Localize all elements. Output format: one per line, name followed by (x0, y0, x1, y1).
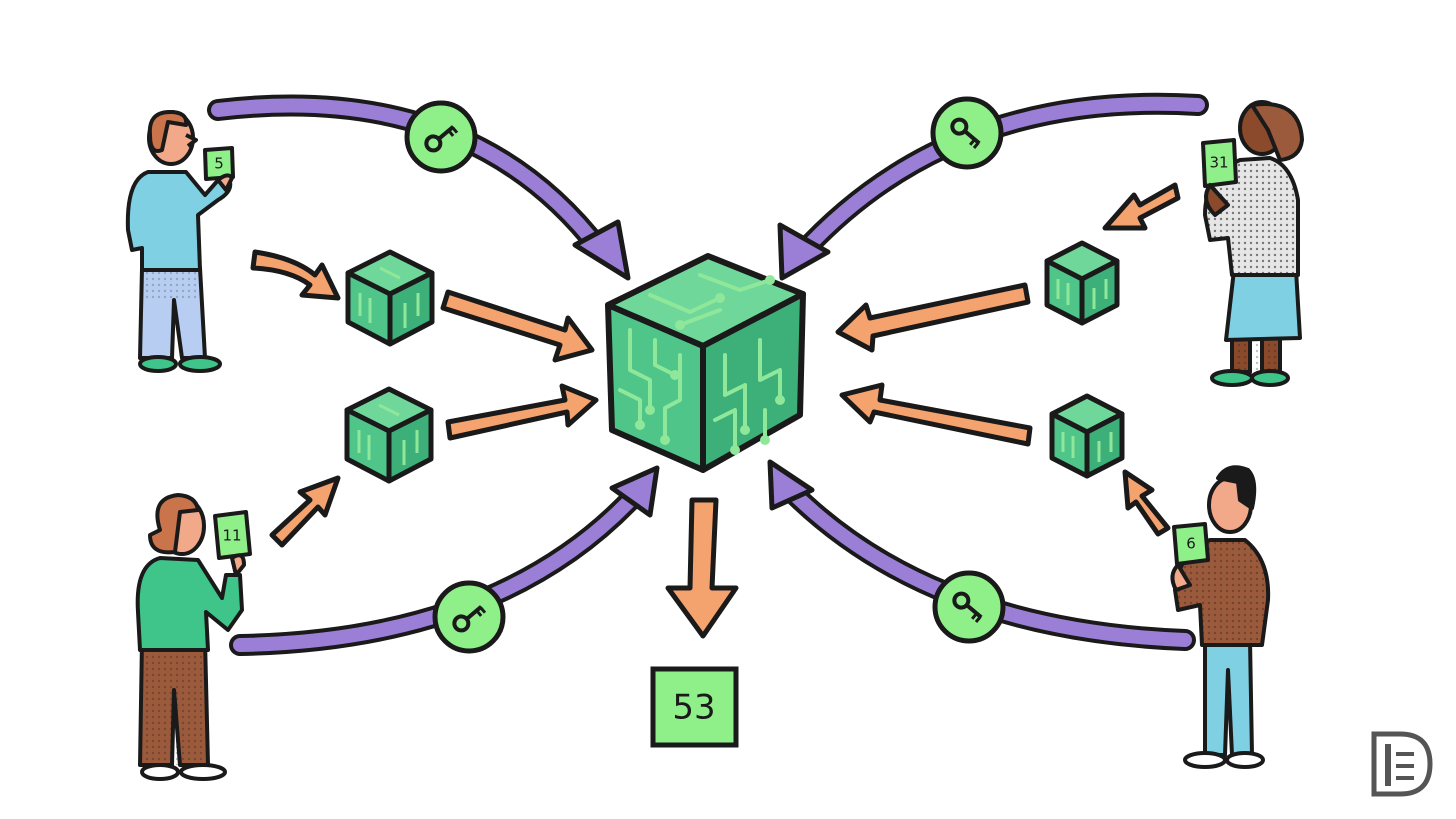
publisher-monogram-logo (1371, 731, 1433, 797)
central-cube (605, 253, 806, 473)
orange-arrow (269, 475, 341, 548)
card-6-label: 6 (1186, 535, 1196, 553)
person-top-right: 31 (1201, 100, 1304, 387)
person-bottom-right: 6 (1170, 465, 1271, 769)
card-31 (1201, 138, 1238, 188)
key-icon (432, 580, 506, 654)
card-11 (213, 510, 252, 560)
result-card: 53 (650, 666, 739, 748)
card-5-label: 5 (214, 155, 224, 173)
orange-arrow (835, 282, 1031, 353)
key-icon (932, 570, 1006, 644)
orange-arrow (1102, 182, 1181, 231)
person-bottom-left: 11 (135, 493, 252, 781)
orange-arrow (1122, 469, 1171, 537)
orange-arrow (445, 383, 599, 441)
orange-arrow (440, 289, 595, 363)
orange-arrows (250, 182, 1181, 639)
small-cubes (344, 240, 1125, 484)
orange-arrow (839, 382, 1033, 447)
key-icon (404, 100, 478, 174)
small-cube (1044, 240, 1120, 326)
card-6 (1172, 522, 1210, 566)
small-cube (344, 386, 434, 484)
card-11-label: 11 (222, 527, 241, 545)
key-icon (930, 96, 1004, 170)
person-top-left: 5 (125, 110, 235, 373)
orange-arrow-down (665, 497, 739, 639)
card-31-label: 31 (1209, 154, 1228, 172)
small-cube (345, 249, 435, 347)
orange-arrow (250, 249, 341, 301)
small-cube (1049, 393, 1125, 479)
result-value: 53 (672, 688, 715, 728)
key-badges (404, 96, 1006, 654)
